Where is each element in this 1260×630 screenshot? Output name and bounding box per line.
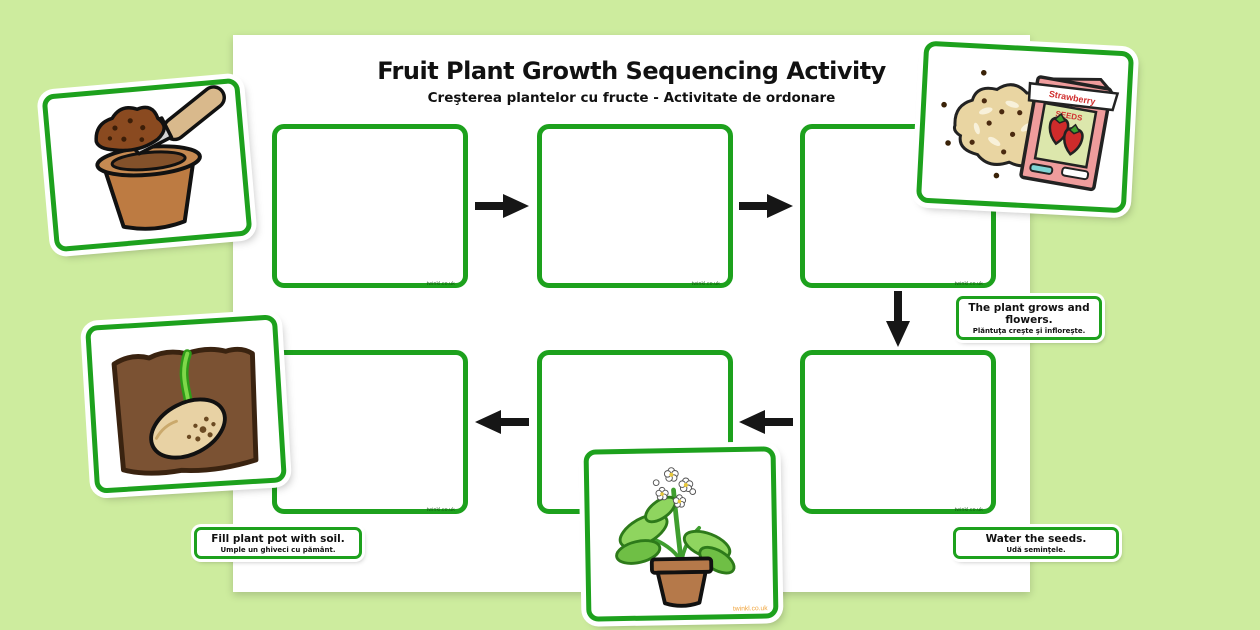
flowering-plant-icon: twinkl.co.uk — [615, 467, 768, 613]
page-title: Fruit Plant Growth Sequencing Activity — [377, 57, 886, 85]
label-text-en: Water the seeds. — [985, 533, 1087, 545]
seed-packet-icon: Strawberry SEEDS — [941, 69, 1120, 192]
label-text-en: Fill plant pot with soil. — [211, 533, 345, 545]
flow-arrow-5 — [475, 407, 529, 437]
label-text-ro: Plăntuţa creşte şi înfloreşte. — [972, 327, 1086, 335]
worksheet-page: Fruit Plant Growth Sequencing Activity C… — [233, 35, 1030, 592]
box-watermark: twinkl.co.uk — [954, 507, 983, 513]
sprouting-seed-icon — [111, 346, 259, 476]
box-watermark: twinkl.co.uk — [426, 507, 455, 513]
box-watermark: twinkl.co.uk — [954, 281, 983, 287]
sequence-box-1[interactable]: twinkl.co.uk — [272, 124, 468, 288]
page-subtitle: Creşterea plantelor cu fructe - Activita… — [427, 90, 836, 106]
arrow-left-icon — [475, 410, 529, 434]
arrow-right-icon — [475, 194, 529, 218]
box-watermark: twinkl.co.uk — [426, 281, 455, 287]
arrow-down-icon — [886, 291, 910, 347]
card-fill-pot-with-soil[interactable] — [41, 77, 253, 253]
sequence-box-2[interactable]: twinkl.co.uk — [537, 124, 733, 288]
card-strawberry-seeds[interactable]: Strawberry SEEDS — [915, 40, 1135, 214]
flow-arrow-3 — [883, 291, 913, 347]
soil-trowel-icon — [94, 85, 226, 231]
flow-arrow-1 — [475, 191, 529, 221]
arrow-right-icon — [739, 194, 793, 218]
card-flowering-plant[interactable]: twinkl.co.uk — [583, 446, 779, 622]
card-watermark: twinkl.co.uk — [733, 605, 768, 613]
label-text-en: The plant grows and flowers. — [968, 302, 1090, 326]
sequence-box-4[interactable]: twinkl.co.uk — [800, 350, 996, 514]
label-text-ro: Udă seminţele. — [1006, 546, 1066, 554]
label-fill-pot[interactable]: Fill plant pot with soil. Umple un ghive… — [194, 527, 362, 559]
label-water-seeds[interactable]: Water the seeds. Udă seminţele. — [953, 527, 1119, 559]
card-seed-in-soil[interactable] — [85, 314, 287, 494]
flow-arrow-4 — [739, 407, 793, 437]
label-plant-grows[interactable]: The plant grows and flowers. Plăntuţa cr… — [956, 296, 1102, 340]
box-watermark: twinkl.co.uk — [691, 281, 720, 287]
sequence-box-6[interactable]: twinkl.co.uk — [272, 350, 468, 514]
arrow-left-icon — [739, 410, 793, 434]
flow-arrow-2 — [739, 191, 793, 221]
label-text-ro: Umple un ghiveci cu pământ. — [220, 546, 336, 554]
